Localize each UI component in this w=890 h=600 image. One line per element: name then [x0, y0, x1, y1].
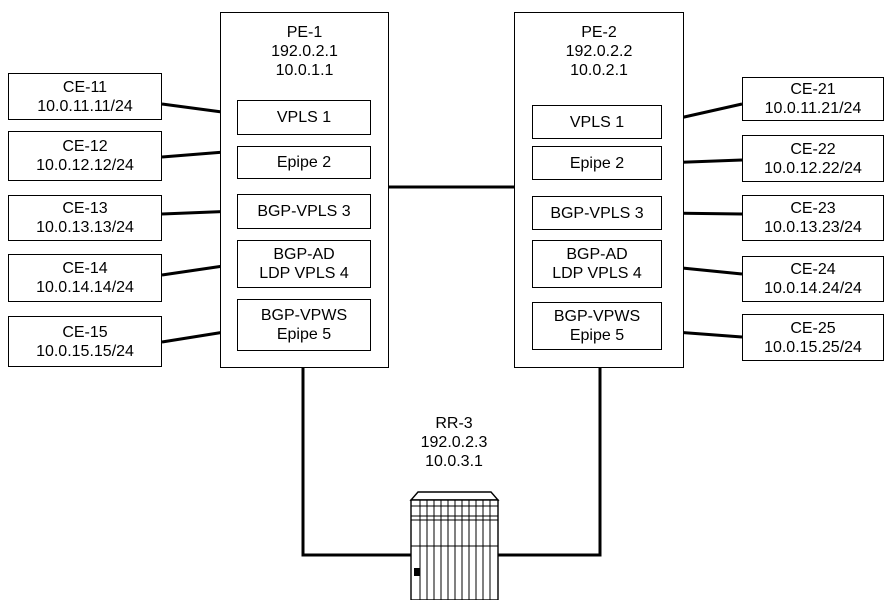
pe1-interface-ip: 10.0.1.1: [275, 62, 334, 79]
pe2-label: PE-2 192.0.2.2 10.0.2.1: [515, 23, 683, 80]
ce-23: CE-23 10.0.13.23/24: [742, 195, 884, 241]
ce-11: CE-11 10.0.11.11/24: [8, 73, 162, 120]
pe2-service-vpls1: VPLS 1: [532, 105, 662, 139]
pe2-system-ip: 192.0.2.2: [565, 43, 633, 60]
ce-22: CE-22 10.0.12.22/24: [742, 135, 884, 182]
pe1-service-bgp-vpls3: BGP-VPLS 3: [237, 194, 371, 229]
server-icon: [409, 491, 500, 600]
pe1-name: PE-1: [286, 24, 323, 41]
ce-15: CE-15 10.0.15.15/24: [8, 316, 162, 367]
pe2-service-bgp-ad-ldp-vpls4: BGP-AD LDP VPLS 4: [532, 240, 662, 288]
ce-13: CE-13 10.0.13.13/24: [8, 195, 162, 241]
rr3-interface-ip: 10.0.3.1: [425, 453, 483, 470]
ce-21: CE-21 10.0.11.21/24: [742, 77, 884, 121]
rr3-name: RR-3: [435, 415, 473, 432]
ce-12: CE-12 10.0.12.12/24: [8, 131, 162, 181]
pe1-service-bgp-vpws-epipe5: BGP-VPWS Epipe 5: [237, 299, 371, 351]
link-pe1-rr3: [301, 368, 412, 557]
pe2-interface-ip: 10.0.2.1: [570, 62, 628, 79]
pe2-name: PE-2: [581, 24, 617, 41]
pe1-system-ip: 192.0.2.1: [271, 43, 338, 60]
ce-25: CE-25 10.0.15.25/24: [742, 314, 884, 361]
rr3-label: RR-3 192.0.2.3 10.0.3.1: [404, 414, 504, 471]
link-pe2-rr3: [497, 368, 602, 557]
pe2-service-bgp-vpls3: BGP-VPLS 3: [532, 196, 662, 230]
pe1-label: PE-1 192.0.2.1 10.0.1.1: [221, 23, 388, 80]
pe1-service-epipe2: Epipe 2: [237, 146, 371, 179]
pe1-service-bgp-ad-ldp-vpls4: BGP-AD LDP VPLS 4: [237, 240, 371, 288]
pe2-service-bgp-vpws-epipe5: BGP-VPWS Epipe 5: [532, 302, 662, 350]
pe1-service-vpls1: VPLS 1: [237, 100, 371, 135]
pe2-service-epipe2: Epipe 2: [532, 146, 662, 180]
ce-14: CE-14 10.0.14.14/24: [8, 254, 162, 302]
rr3-system-ip: 192.0.2.3: [420, 434, 488, 451]
ce-24: CE-24 10.0.14.24/24: [742, 256, 884, 302]
